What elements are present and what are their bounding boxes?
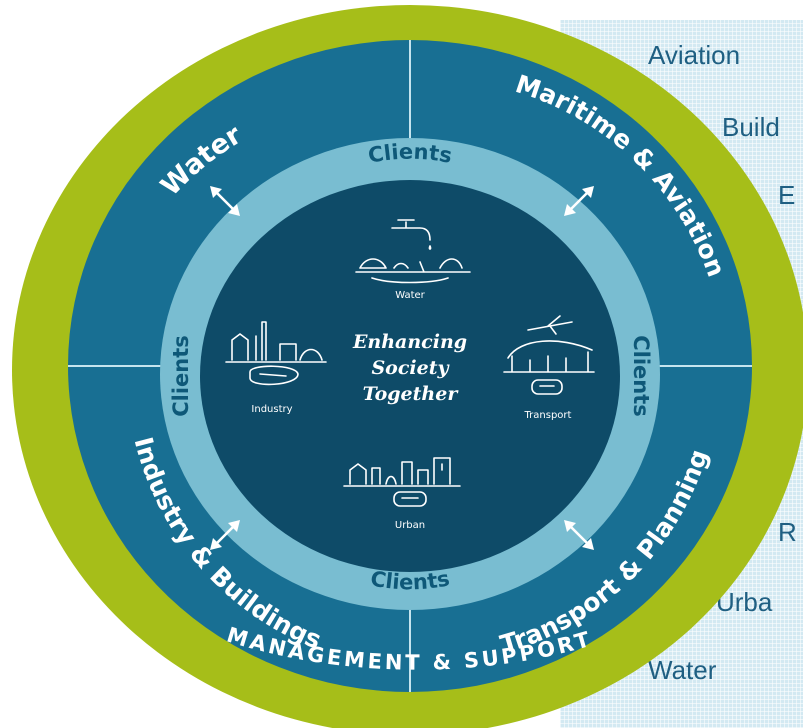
sector-item-water: Water [648,655,717,685]
center-text-line-1: Enhancing [352,331,467,353]
double-arrow-icon [210,520,240,550]
water-treatment-icon [355,258,471,284]
market-label-transport: Transport [524,410,572,421]
double-arrow-icon [564,520,594,550]
double-arrow-icon [564,186,594,216]
city-skyline-icon [343,457,461,487]
sector-item-r: R [778,517,797,547]
clients-label-left: Clients [169,335,193,417]
terminal-icon [503,340,595,373]
tap-icon [391,219,432,250]
factory-icon [225,321,327,386]
market-label-industry: Industry [251,404,292,415]
market-label-water: Water [395,290,425,301]
center-text-line-3: Together [363,383,460,405]
train-icon [531,379,563,395]
sector-item-e: E [778,180,796,210]
core-circle [200,180,620,572]
center-text-line-2: Society [371,357,450,379]
market-label-urban: Urban [395,520,425,531]
clients-label-bottom: Clients [369,566,452,594]
sector-item-build: Build [722,112,780,142]
train-icon [393,491,427,507]
airplane-icon [527,315,573,335]
clients-label-right: Clients [629,335,653,417]
double-arrow-icon [210,186,240,216]
sector-item-aviation: Aviation [648,40,741,70]
